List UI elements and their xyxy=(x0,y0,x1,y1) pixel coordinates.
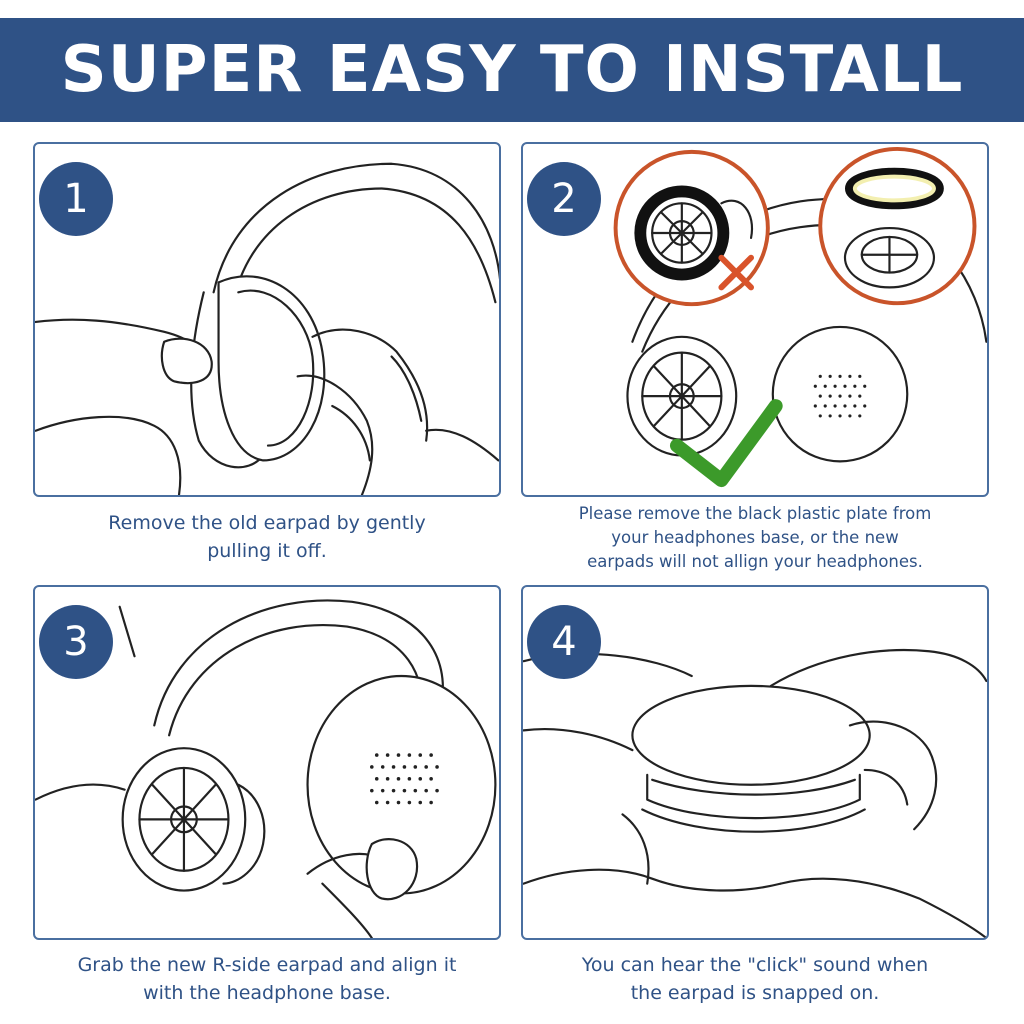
step-2-caption-line: Please remove the black plastic plate fr… xyxy=(578,504,932,523)
step-4-caption: You can hear the "click" sound when the … xyxy=(521,952,989,1007)
step-3-caption-line: with the headphone base. xyxy=(143,981,391,1004)
step-3-badge: 3 xyxy=(39,605,113,679)
step-2-caption: Please remove the black plastic plate fr… xyxy=(521,502,989,574)
step-3-illustration xyxy=(35,599,497,938)
step-4-badge: 4 xyxy=(527,605,601,679)
step-4-caption-line: the earpad is snapped on. xyxy=(630,981,880,1004)
step-1-badge: 1 xyxy=(39,162,113,236)
banner-title: SUPER EASY TO INSTALL xyxy=(60,33,964,107)
step-1-caption: Remove the old earpad by gently pulling … xyxy=(33,510,501,565)
step-1-panel: 1 xyxy=(33,142,501,497)
step-4-panel: 4 xyxy=(521,585,989,940)
step-2-caption-line: earpads will not allign your headphones. xyxy=(587,551,923,571)
step-2-panel: 2 xyxy=(521,142,989,497)
step-2-caption-line: your headphones base, or the new xyxy=(611,527,899,547)
step-4-caption-line: You can hear the "click" sound when xyxy=(581,954,929,976)
header-banner: SUPER EASY TO INSTALL xyxy=(0,18,1024,122)
step-3-caption-line: Grab the new R-side earpad and align it xyxy=(77,954,457,976)
step-2-illustration xyxy=(613,146,987,488)
step-1-illustration xyxy=(35,162,499,495)
step-1-caption-line: pulling it off. xyxy=(207,539,327,562)
step-3-panel: 3 xyxy=(33,585,501,940)
step-3-caption: Grab the new R-side earpad and align it … xyxy=(33,952,501,1007)
step-1-caption-line: Remove the old earpad by gently xyxy=(108,512,426,534)
step-2-badge: 2 xyxy=(527,162,601,236)
